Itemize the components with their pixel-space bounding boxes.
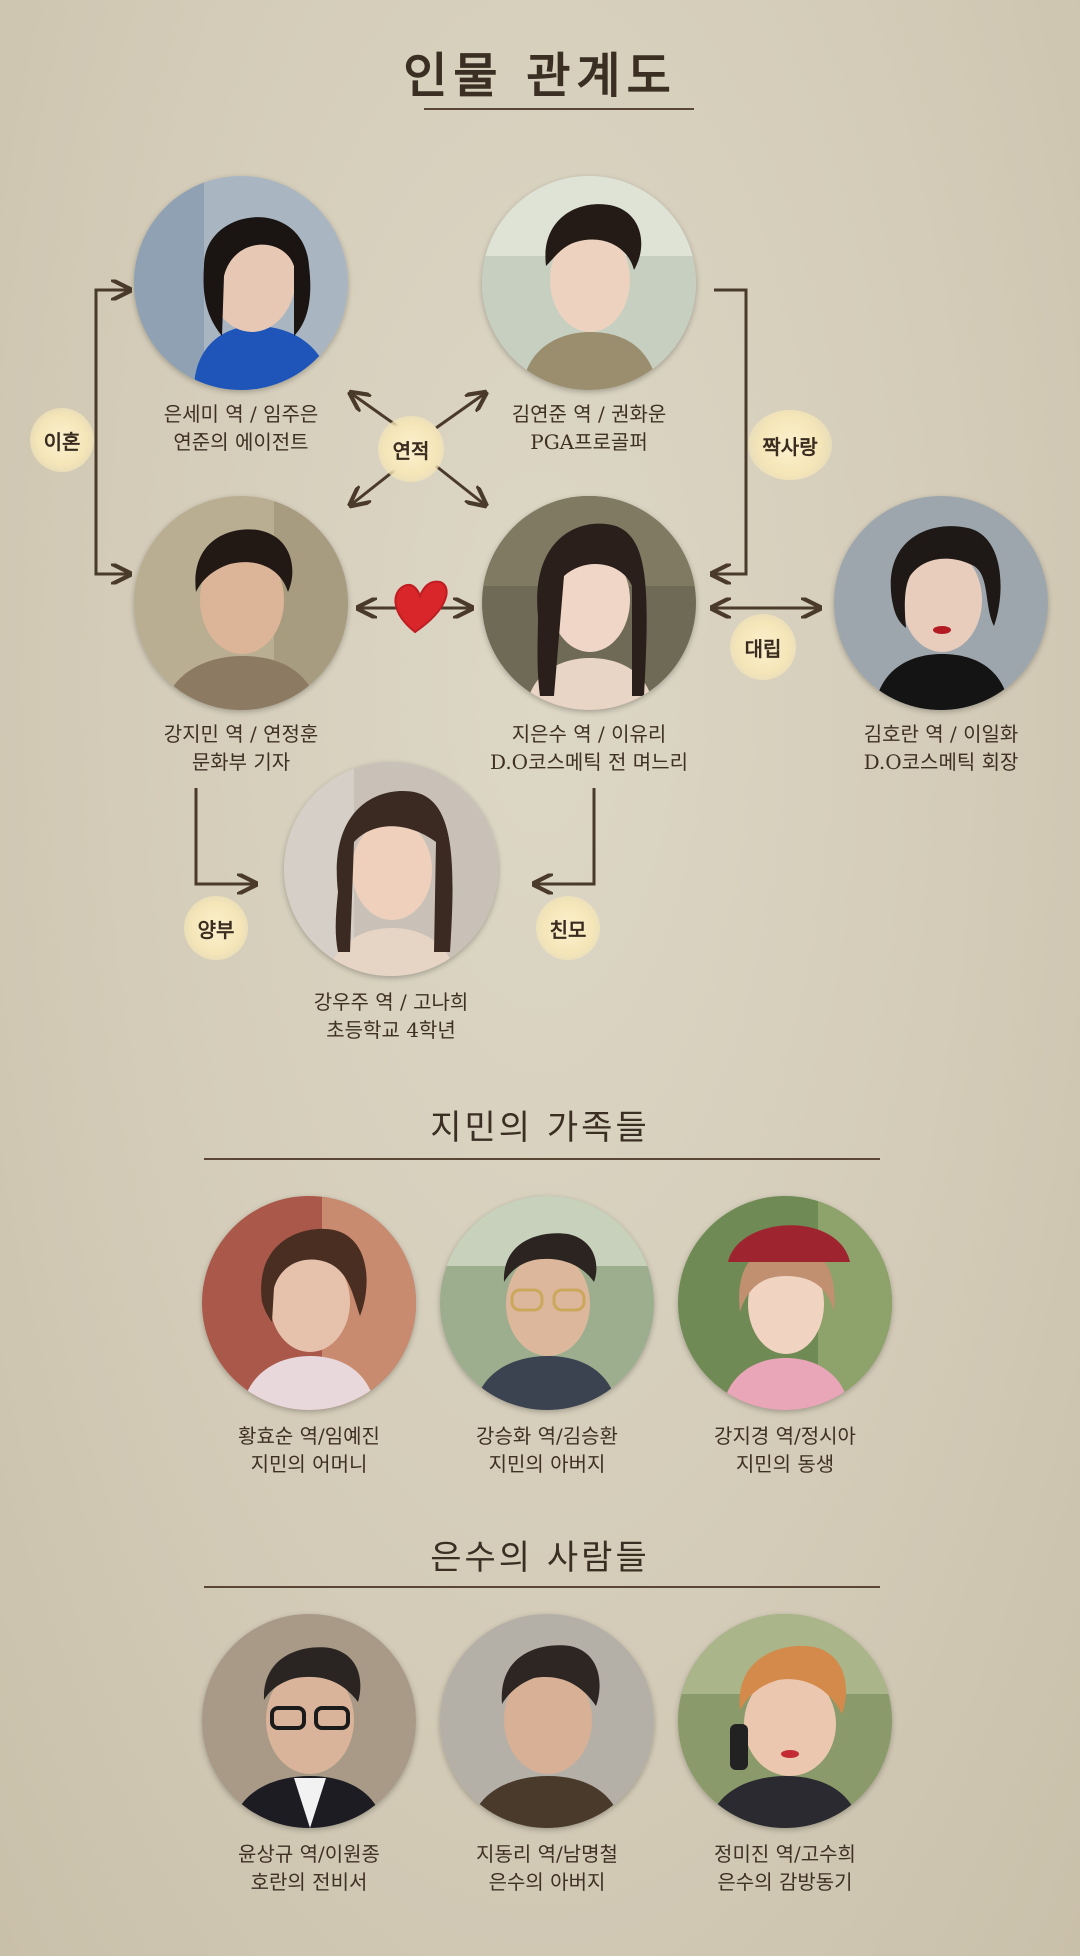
portrait-eun-semi [134, 176, 348, 390]
caption-kang-woojoo: 강우주 역 / 고나희 초등학교 4학년 [266, 988, 516, 1044]
caption-kang-seunghwa: 강승화 역/김승환 지민의 아버지 [422, 1422, 672, 1478]
portrait-kim-horan [834, 496, 1048, 710]
relation-arrows [94, 0, 1080, 1080]
description: 문화부 기자 [191, 750, 291, 774]
portrait-kang-jimin [134, 496, 348, 710]
caption-ji-eunsu: 지은수 역 / 이유리 D.O코스메틱 전 며느리 [444, 720, 734, 776]
badge-birth-mother: 친모 [536, 896, 600, 960]
caption-kim-yeonjun: 김연준 역 / 권화운 PGA프로골퍼 [464, 400, 714, 456]
description: 초등학교 4학년 [326, 1018, 456, 1042]
family-divider [204, 1158, 880, 1160]
eunsu-people-divider [204, 1586, 880, 1588]
adoptive-arrow [194, 788, 254, 884]
rival-arrow-dr [435, 464, 484, 504]
name-role: 황효순 역/임예진 [238, 1424, 380, 1448]
page-title: 인물 관계도 [403, 48, 677, 104]
description: 지민의 아버지 [488, 1452, 606, 1476]
description: 지민의 동생 [735, 1452, 835, 1476]
caption-jung-mijin: 정미진 역/고수희 은수의 감방동기 [660, 1840, 910, 1896]
name-role: 은세미 역 / 임주은 [163, 402, 319, 426]
rival-arrow-ur [435, 394, 484, 430]
caption-eun-semi: 은세미 역 / 임주은 연준의 에이전트 [116, 400, 366, 456]
description: 지민의 어머니 [250, 1452, 368, 1476]
caption-kim-horan: 김호란 역 / 이일화 D.O코스메틱 회장 [816, 720, 1066, 776]
name-role: 강우주 역 / 고나희 [313, 990, 469, 1014]
caption-yoon-sanggyu: 윤상규 역/이원종 호란의 전비서 [184, 1840, 434, 1896]
caption-kang-jigyeong: 강지경 역/정시아 지민의 동생 [660, 1422, 910, 1478]
description: 연준의 에이전트 [173, 430, 309, 454]
name-role: 강지경 역/정시아 [714, 1424, 856, 1448]
heart-icon [394, 580, 448, 634]
name-role: 김연준 역 / 권화운 [511, 402, 667, 426]
name-role: 정미진 역/고수희 [714, 1842, 856, 1866]
portrait-hwang-hyosoon [202, 1196, 416, 1410]
portrait-ji-dongri [440, 1614, 654, 1828]
divorce-arrow [94, 290, 128, 574]
portrait-ji-eunsu [482, 496, 696, 710]
section-title-eunsu-people: 은수의 사람들 [430, 1538, 650, 1578]
name-role: 윤상규 역/이원종 [238, 1842, 380, 1866]
title-divider [424, 108, 694, 110]
portrait-kim-yeonjun [482, 176, 696, 390]
caption-kang-jimin: 강지민 역 / 연정훈 문화부 기자 [116, 720, 366, 776]
caption-hwang-hyosoon: 황효순 역/임예진 지민의 어머니 [184, 1422, 434, 1478]
portrait-kang-woojoo [284, 762, 498, 976]
section-title-family: 지민의 가족들 [430, 1108, 650, 1148]
portrait-kang-seunghwa [440, 1196, 654, 1410]
badge-rival: 연적 [378, 416, 444, 482]
description: D.O코스메틱 회장 [863, 750, 1019, 774]
badge-conflict: 대립 [730, 614, 796, 680]
description: 은수의 감방동기 [717, 1870, 853, 1894]
badge-adoptive-father: 양부 [184, 896, 248, 960]
portrait-kang-jigyeong [678, 1196, 892, 1410]
portrait-jung-mijin [678, 1614, 892, 1828]
description: PGA프로골퍼 [530, 430, 648, 454]
name-role: 김호란 역 / 이일화 [863, 722, 1019, 746]
badge-divorce: 이혼 [30, 408, 94, 472]
portrait-yoon-sanggyu [202, 1614, 416, 1828]
name-role: 지동리 역/남명철 [476, 1842, 618, 1866]
unrequited-arrow [714, 288, 748, 574]
description: 호란의 전비서 [250, 1870, 368, 1894]
description: D.O코스메틱 전 며느리 [490, 750, 688, 774]
badge-unrequited: 짝사랑 [748, 410, 832, 480]
name-role: 지은수 역 / 이유리 [511, 722, 667, 746]
description: 은수의 아버지 [488, 1870, 606, 1894]
name-role: 강지민 역 / 연정훈 [163, 722, 319, 746]
name-role: 강승화 역/김승환 [476, 1424, 618, 1448]
caption-ji-dongri: 지동리 역/남명철 은수의 아버지 [422, 1840, 672, 1896]
birth-mother-arrow [536, 788, 596, 884]
